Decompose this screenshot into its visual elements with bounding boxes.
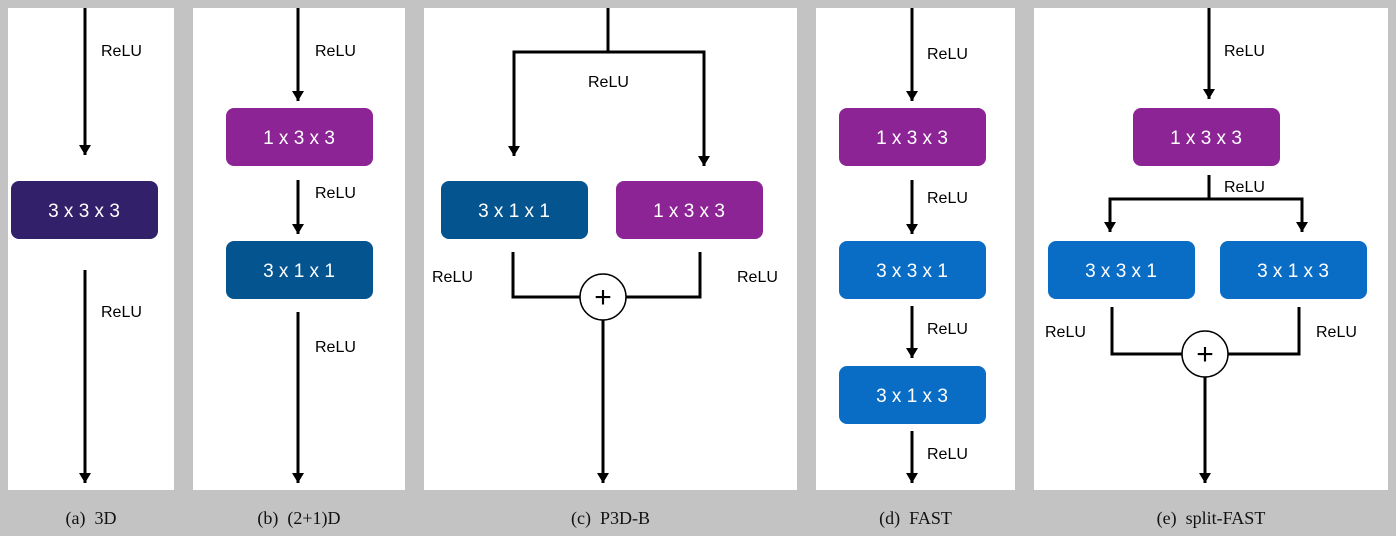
relu-label-b-2: ReLU — [315, 185, 356, 202]
caption-b: (b) (2+1)D — [257, 508, 341, 528]
box-b-temporal-label: 3 x 1 x 1 — [263, 261, 335, 282]
box-b-temporal: 3 x 1 x 1 — [226, 241, 373, 299]
merge-c-left — [511, 252, 580, 299]
relu-label-b-3: ReLU — [315, 339, 356, 356]
relu-label-e-2: ReLU — [1224, 179, 1265, 196]
box-c-temporal-label: 3 x 1 x 1 — [478, 201, 550, 222]
relu-label-c-1: ReLU — [588, 74, 629, 91]
arrow-e-right — [1209, 197, 1308, 232]
box-e-2-label: 3 x 3 x 1 — [1085, 261, 1157, 282]
sum-node-c: + — [579, 273, 627, 321]
relu-label-e-4: ReLU — [1316, 324, 1357, 341]
box-a-label: 3 x 3 x 3 — [48, 201, 120, 222]
relu-label-d-1: ReLU — [927, 46, 968, 63]
box-d-1-label: 1 x 3 x 3 — [876, 128, 948, 149]
merge-e-left — [1110, 307, 1182, 356]
sum-symbol-c: + — [594, 281, 612, 314]
caption-d: (d) FAST — [879, 508, 952, 528]
relu-label-d-2: ReLU — [927, 190, 968, 207]
box-c-temporal: 3 x 1 x 1 — [441, 181, 588, 239]
box-e-1-label: 1 x 3 x 3 — [1170, 128, 1242, 149]
relu-label-b-1: ReLU — [315, 43, 356, 60]
sum-symbol-e: + — [1196, 338, 1214, 371]
arrow-c-right — [608, 50, 710, 166]
box-b-spatial: 1 x 3 x 3 — [226, 108, 373, 166]
box-e-3-label: 3 x 1 x 3 — [1257, 261, 1329, 282]
box-a-3x3x3: 3 x 3 x 3 — [11, 181, 158, 239]
relu-label-c-2: ReLU — [432, 269, 473, 286]
panel-c — [424, 8, 797, 490]
box-d-3-label: 3 x 1 x 3 — [876, 386, 948, 407]
box-b-spatial-label: 1 x 3 x 3 — [263, 128, 335, 149]
relu-label-e-3: ReLU — [1045, 324, 1086, 341]
relu-label-d-4: ReLU — [927, 446, 968, 463]
caption-a: (a) 3D — [65, 508, 117, 528]
box-c-spatial: 1 x 3 x 3 — [616, 181, 763, 239]
relu-label-a-2: ReLU — [101, 304, 142, 321]
caption-e: (e) split-FAST — [1156, 508, 1266, 528]
box-c-spatial-label: 1 x 3 x 3 — [653, 201, 725, 222]
relu-label-c-3: ReLU — [737, 269, 778, 286]
sum-node-e: + — [1181, 330, 1229, 378]
relu-label-a-1: ReLU — [101, 43, 142, 60]
box-e-1x3x3: 1 x 3 x 3 — [1133, 108, 1280, 166]
box-d-3x3x1: 3 x 3 x 1 — [839, 241, 986, 299]
arrow-e-left — [1104, 197, 1209, 232]
merge-e-right — [1228, 307, 1301, 356]
box-d-2-label: 3 x 3 x 1 — [876, 261, 948, 282]
relu-label-d-3: ReLU — [927, 321, 968, 338]
box-d-3x1x3: 3 x 1 x 3 — [839, 366, 986, 424]
panel-a — [8, 8, 174, 490]
caption-c: (c) P3D-B — [571, 508, 650, 528]
box-e-3x1x3: 3 x 1 x 3 — [1220, 241, 1367, 299]
box-e-3x3x1: 3 x 3 x 1 — [1048, 241, 1195, 299]
arrow-c-left — [508, 8, 610, 156]
box-d-1x3x3: 1 x 3 x 3 — [839, 108, 986, 166]
relu-label-e-1: ReLU — [1224, 43, 1265, 60]
merge-c-right — [626, 252, 702, 299]
